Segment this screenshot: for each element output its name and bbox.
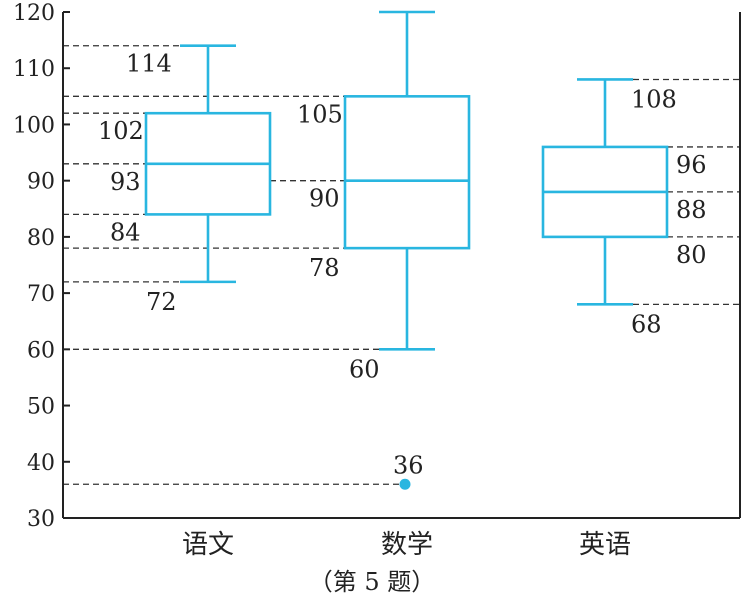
- value-label-box1-84: 84: [110, 218, 141, 246]
- y-tick-label-90: 90: [27, 170, 55, 195]
- y-tick-label-110: 110: [13, 57, 55, 82]
- y-tick-label-30: 30: [27, 507, 55, 532]
- value-label-box2-36: 36: [393, 451, 424, 479]
- boxes: [144, 10, 669, 490]
- value-label-box1-72: 72: [146, 288, 177, 316]
- x-category-label-2: 数学: [381, 530, 433, 560]
- y-tick-label-120: 120: [13, 1, 55, 26]
- figure-caption: （第 5 题）: [309, 568, 436, 596]
- value-label-box1-93: 93: [110, 168, 141, 196]
- axes: 30 40 50 60 70 80 90 100 110 120 语文 数学 英语: [13, 1, 741, 560]
- y-tick-label-40: 40: [27, 451, 55, 476]
- value-label-box3-108: 108: [631, 85, 677, 113]
- value-label-box3-88: 88: [676, 196, 707, 224]
- value-label-box2-60: 60: [349, 355, 380, 383]
- reference-lines: [63, 45, 740, 485]
- value-label-box1-114: 114: [126, 50, 172, 78]
- box-2-outlier-point-1: [399, 478, 411, 490]
- value-label-box3-96: 96: [676, 151, 707, 179]
- value-label-box3-80: 80: [676, 241, 707, 269]
- value-label-box2-90: 90: [309, 185, 340, 213]
- y-tick-label-60: 60: [27, 338, 55, 363]
- y-tick-label-50: 50: [27, 395, 55, 420]
- x-category-label-3: 英语: [579, 530, 631, 560]
- value-label-box2-78: 78: [309, 254, 340, 282]
- x-category-label-1: 语文: [182, 530, 234, 560]
- value-label-box2-105: 105: [297, 100, 343, 128]
- y-tick-label-100: 100: [13, 113, 55, 138]
- y-tick-label-80: 80: [27, 226, 55, 251]
- box-2-iqr-rect: [343, 95, 471, 250]
- value-label-box1-102: 102: [98, 117, 144, 145]
- value-labels: 114 102 93 84 72 105 90 78 60 36 108 96 88 80 68: [98, 50, 707, 480]
- y-tick-label-70: 70: [27, 282, 55, 307]
- value-label-box3-68: 68: [631, 310, 662, 338]
